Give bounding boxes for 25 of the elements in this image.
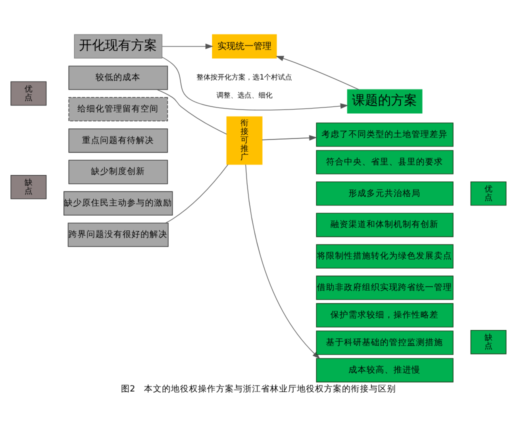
connector [156,89,227,134]
node-box: 重点问题有待解决 [68,128,168,153]
node-box: 形成多元共治格局 [316,181,454,206]
node-box: 符合中央、省里、县里的要求 [316,150,454,174]
connector [165,164,228,224]
node-box: 成本较高、推进慢 [316,358,454,382]
arrow [162,44,214,50]
caption: 图2 本文的地役权操作方案与浙江省林业厅地役权方案的衔接与区别 [120,384,396,394]
node-box: 考虑了不同类型的土地管理差异 [316,122,454,147]
node-box: 缺少制度创新 [68,160,168,184]
arrow [262,135,318,141]
arrow [162,56,348,110]
node-box: 借助非政府组织实现跨省统一管理 [316,276,454,300]
arrow [276,56,360,90]
node-box: 融资渠道和体制机制有创新 [316,212,454,238]
node-box: 课题的方案 [347,89,422,114]
node-box: 跨界问题没有很好的解决 [68,222,169,247]
node-box: 缺少原住民主动参与的激励 [64,191,173,216]
node-box: 较低的成本 [68,66,168,90]
node-box: 将限制性措施转化为绿色发展卖点 [316,244,454,268]
node-box: 保护需求较细，操作性略差 [316,303,454,328]
node-box: 开化现有方案 [74,34,162,58]
node-box: 基于科研基础的管控监测措施 [316,330,454,355]
node-box: 给细化管理留有空间 [68,97,168,122]
node-box: 实现统一管理 [212,34,277,58]
